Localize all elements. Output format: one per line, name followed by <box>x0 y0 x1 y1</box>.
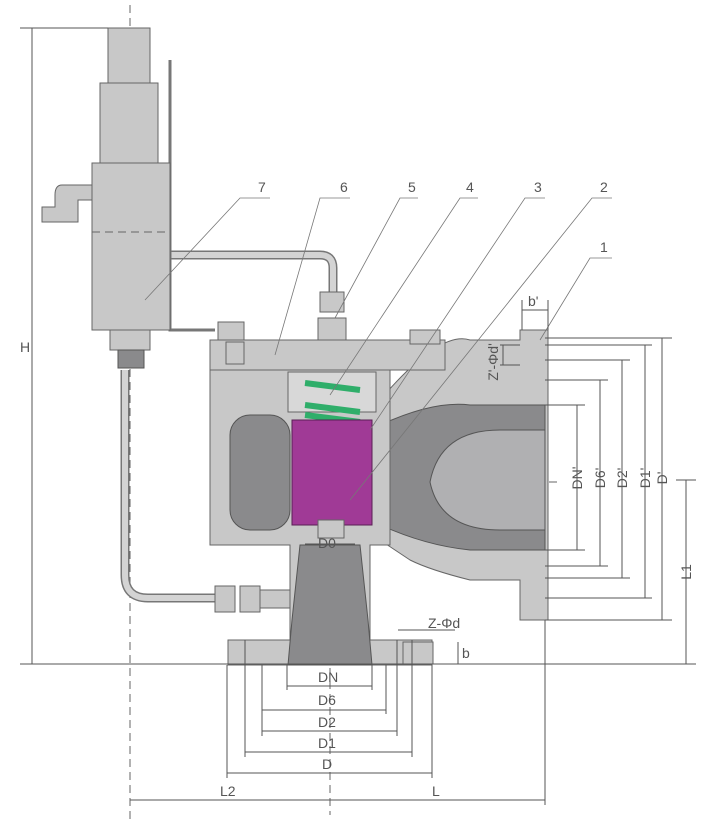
label-l1: L1 <box>678 564 694 580</box>
label-l2: L2 <box>220 783 236 799</box>
label-inlet-bolts: Z-Φd <box>428 615 460 631</box>
label-dn-outlet: DN' <box>569 467 585 490</box>
part-number-4: 4 <box>466 179 474 195</box>
part-leaders <box>144 197 612 501</box>
label-d-outlet: D' <box>654 472 670 485</box>
inlet-nozzle <box>287 544 373 666</box>
tube-fittings <box>214 291 347 613</box>
bonnet-flange <box>209 339 446 371</box>
label-d6: D6 <box>318 692 336 708</box>
pilot-valve <box>41 27 171 369</box>
part-number-6: 6 <box>340 179 348 195</box>
label-b-outlet: b' <box>528 293 538 309</box>
label-h: H <box>20 339 30 355</box>
label-outlet-bolts: Z'-Φd' <box>485 343 501 381</box>
label-dn: DN <box>318 669 338 685</box>
part-number-3: 3 <box>534 179 542 195</box>
label-d1-outlet: D1' <box>637 468 653 489</box>
inlet-dimension-lines <box>130 543 546 805</box>
label-d1: D1 <box>318 735 336 751</box>
part-number-2: 2 <box>600 179 608 195</box>
label-d2-outlet: D2' <box>614 468 630 489</box>
label-b: b <box>462 645 470 661</box>
disc <box>291 419 373 526</box>
part-number-7: 7 <box>258 179 266 195</box>
label-d: D <box>322 756 332 772</box>
pilot-tubing <box>120 60 338 603</box>
part-number-5: 5 <box>408 179 416 195</box>
inlet-bolt-hole <box>402 641 434 665</box>
label-d0: D0 <box>318 535 336 551</box>
part-number-1: 1 <box>600 239 608 255</box>
label-d6-outlet: D6' <box>592 468 608 489</box>
outlet-dimension-lines <box>470 300 696 665</box>
label-l: L <box>432 783 440 799</box>
label-d2: D2 <box>318 714 336 730</box>
